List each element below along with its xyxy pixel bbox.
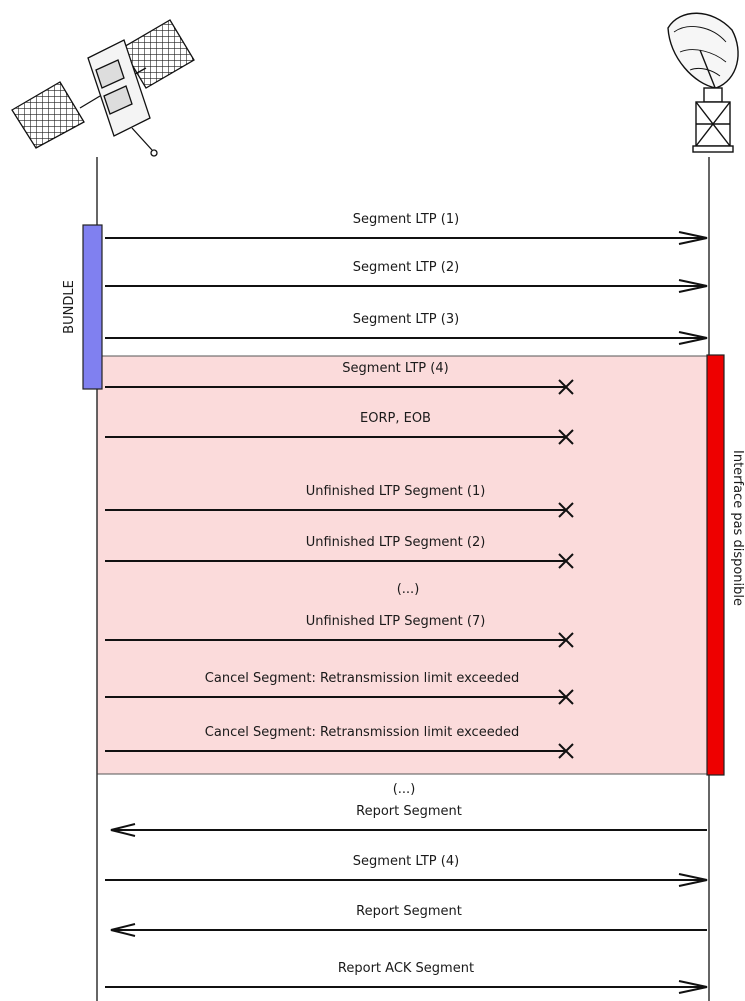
lost-cross-icon (558, 553, 574, 569)
message-label: Segment LTP (4) (342, 361, 448, 376)
lost-cross-icon (558, 632, 574, 648)
message-label: Segment LTP (3) (353, 312, 459, 327)
message-12: Segment LTP (4) (105, 854, 708, 887)
message-6: Unfinished LTP Segment (1) (105, 484, 574, 518)
outage-label: Interface pas disponible (730, 450, 745, 606)
message-14: Report ACK Segment (105, 961, 708, 994)
message-4: Segment LTP (4) (105, 361, 574, 395)
ellipsis-label-2: (...) (393, 782, 416, 797)
bundle-label: BUNDLE (62, 280, 77, 334)
message-label: Unfinished LTP Segment (1) (306, 484, 486, 499)
message-10: Cancel Segment: Retransmission limit exc… (105, 725, 574, 759)
arrowhead-right-icon (678, 980, 708, 994)
satellite-icon (11, 19, 195, 157)
arrowhead-left-icon (110, 823, 136, 837)
arrowhead-left-icon (110, 923, 136, 937)
bundle-bar (82, 224, 103, 390)
message-13: Report Segment (110, 904, 707, 937)
message-label: Segment LTP (2) (353, 260, 459, 275)
message-1: Segment LTP (1) (105, 212, 708, 245)
arrowhead-right-icon (678, 873, 708, 887)
arrowhead-right-icon (678, 279, 708, 293)
message-label: Cancel Segment: Retransmission limit exc… (205, 725, 519, 740)
message-11: Report Segment (110, 804, 707, 837)
message-label: Report ACK Segment (338, 961, 474, 976)
ellipsis-label-1: (...) (397, 582, 420, 597)
message-label: Unfinished LTP Segment (2) (306, 535, 486, 550)
message-7: Unfinished LTP Segment (2) (105, 535, 574, 569)
lost-cross-icon (558, 429, 574, 445)
message-label: Report Segment (356, 904, 462, 919)
outage-bar (706, 354, 725, 776)
messages-layer: Segment LTP (1) Segment LTP (2) Segment LT… (105, 212, 708, 994)
lost-cross-icon (558, 502, 574, 518)
message-5: EORP, EOB (105, 411, 574, 445)
message-label: Cancel Segment: Retransmission limit exc… (205, 671, 519, 686)
lost-cross-icon (558, 379, 574, 395)
message-label: Unfinished LTP Segment (7) (306, 614, 486, 629)
outage-region (96, 355, 710, 775)
lost-cross-icon (558, 743, 574, 759)
message-label: Report Segment (356, 804, 462, 819)
message-9: Cancel Segment: Retransmission limit exc… (105, 671, 574, 705)
message-label: Segment LTP (4) (353, 854, 459, 869)
arrowhead-right-icon (678, 331, 708, 345)
ground-station-dish-icon (667, 12, 739, 153)
message-label: EORP, EOB (360, 411, 431, 426)
arrowhead-right-icon (678, 231, 708, 245)
message-2: Segment LTP (2) (105, 260, 708, 293)
lost-cross-icon (558, 689, 574, 705)
message-8: Unfinished LTP Segment (7) (105, 614, 574, 648)
message-label: Segment LTP (1) (353, 212, 459, 227)
message-3: Segment LTP (3) (105, 312, 708, 345)
